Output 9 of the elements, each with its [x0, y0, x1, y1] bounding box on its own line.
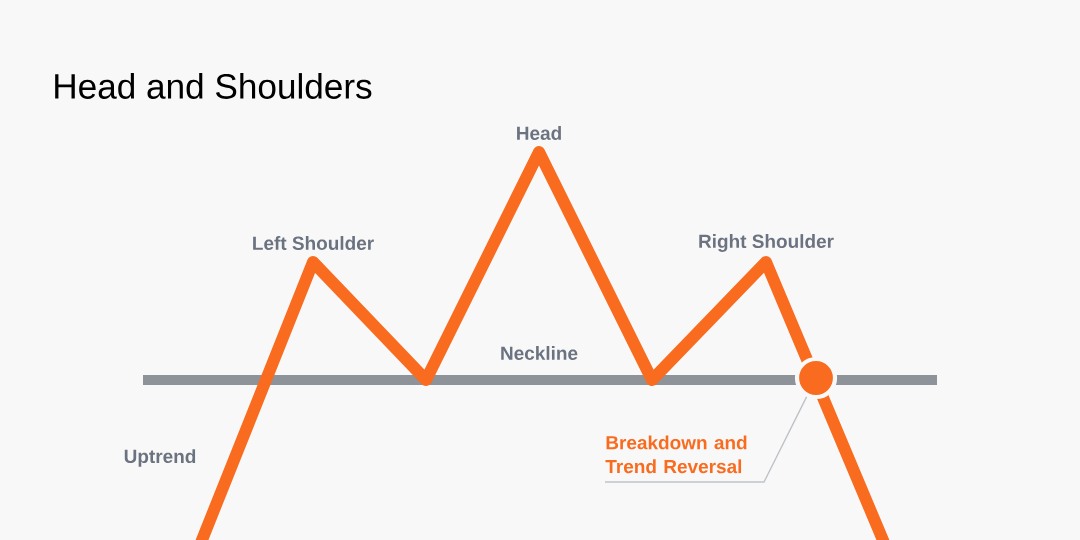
leader-line — [604, 396, 808, 483]
trend-label: Uptrend — [124, 449, 196, 467]
peak-label: Left Shoulder — [253, 236, 374, 250]
peak-label: Head — [517, 126, 561, 140]
neckline-label: Neckline — [501, 346, 578, 360]
callout-text: Breakdown and Trend Reversal — [605, 435, 747, 474]
peak-label: Right Shoulder — [699, 234, 834, 252]
breakdown-point — [794, 356, 838, 400]
title: Head and Shoulders — [55, 73, 372, 99]
